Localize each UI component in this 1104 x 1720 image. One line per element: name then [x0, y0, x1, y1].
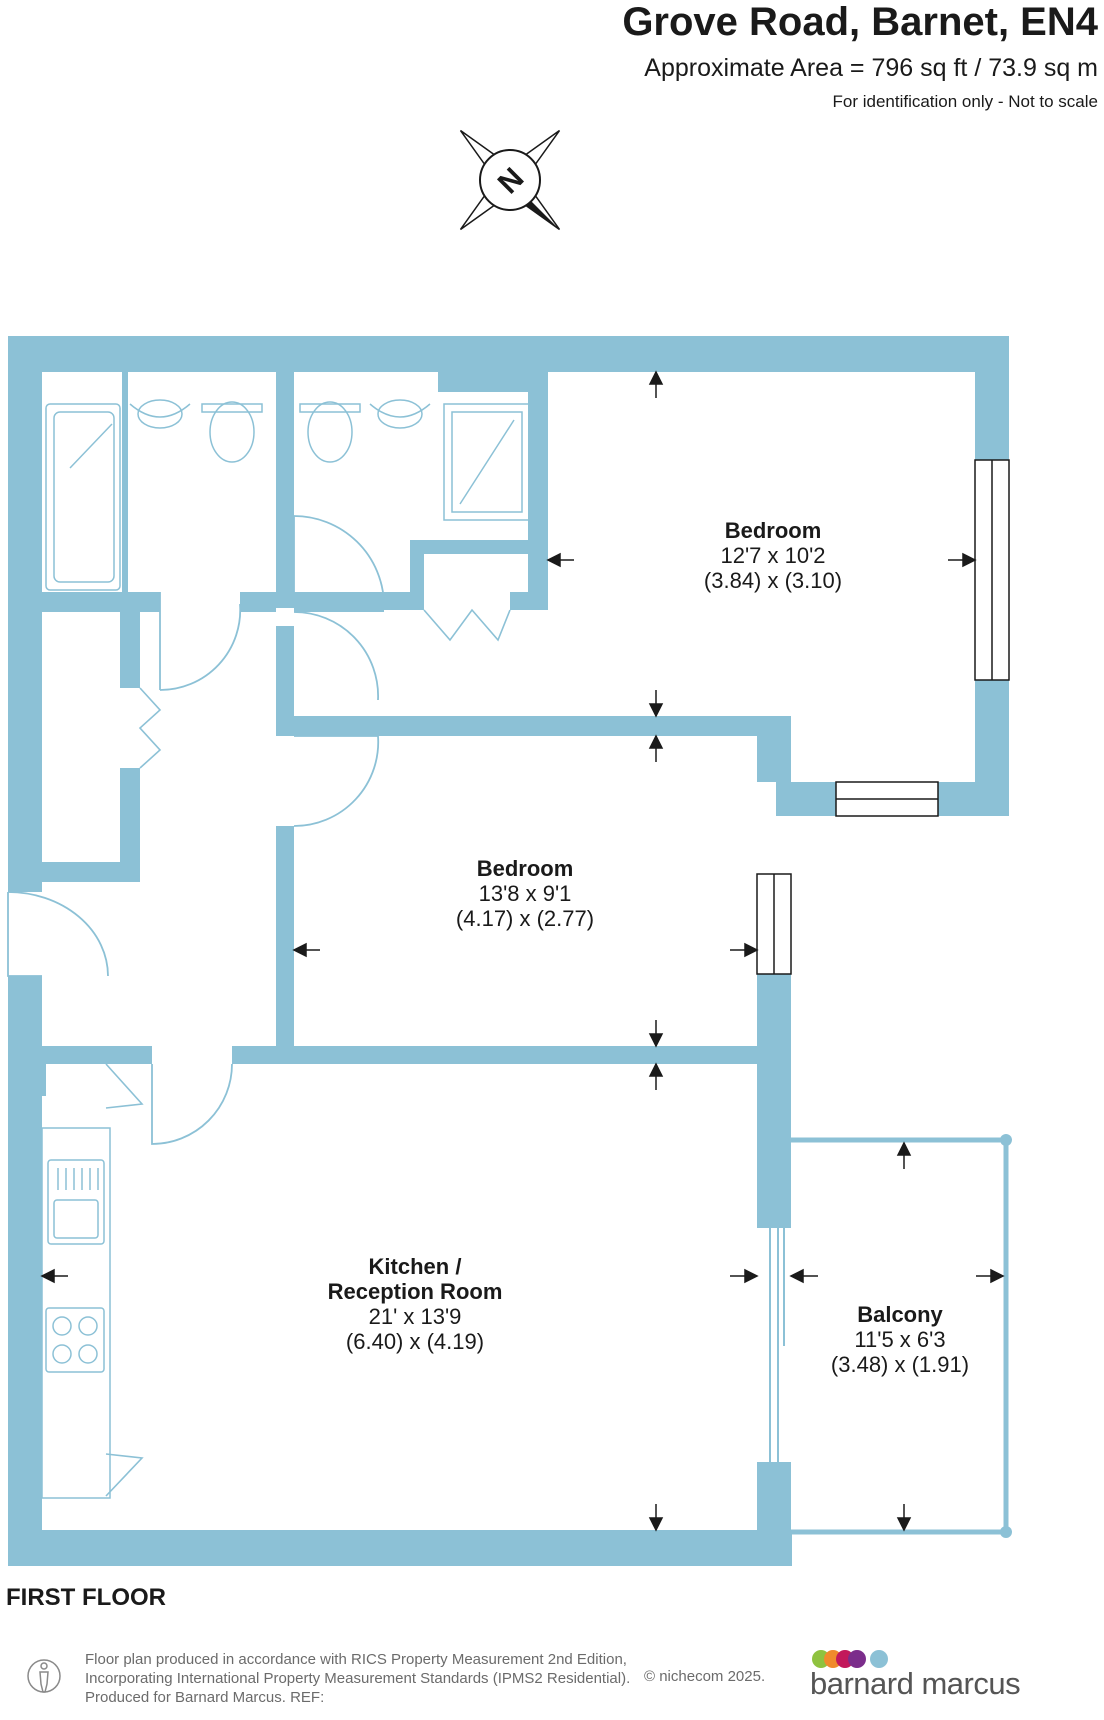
railing-post	[1000, 1526, 1012, 1538]
room-dimensions-metric: (4.17) x (2.77)	[456, 906, 594, 931]
dimension-arrow-icon	[896, 1141, 912, 1169]
entrance-door-frame	[7, 892, 42, 977]
brand-logo-text: barnard marcus	[810, 1666, 1021, 1701]
room-dimensions-metric: (6.40) x (4.19)	[346, 1329, 484, 1354]
copyright: © nichecom 2025.	[644, 1668, 766, 1685]
balcony-railing	[791, 1137, 1009, 1535]
shower-tray-icon	[443, 403, 531, 521]
room-dimensions-imperial: 11'5 x 6'3	[854, 1327, 945, 1352]
hall-cupboard-doors-icon	[138, 687, 162, 769]
dimension-arrow-icon	[896, 1504, 912, 1532]
basin-icon	[369, 403, 431, 418]
room-name: Kitchen /	[369, 1254, 462, 1279]
dimension-arrow-icon	[730, 1268, 759, 1284]
scale-note: For identification only - Not to scale	[832, 92, 1098, 111]
sink-icon	[47, 1159, 105, 1245]
plan-title: Grove Road, Barnet, EN4	[622, 0, 1098, 44]
room-dimensions-imperial: 21' x 13'9	[369, 1304, 462, 1329]
room-name-line2: Reception Room	[328, 1279, 503, 1304]
dimension-arrow-icon	[976, 1268, 1005, 1284]
footer-line: Produced for Barnard Marcus. REF:	[85, 1689, 325, 1706]
room-name: Bedroom	[477, 856, 574, 881]
room-name: Balcony	[857, 1302, 943, 1327]
kitchen-door-icon	[151, 1063, 233, 1145]
approximate-area: Approximate Area = 796 sq ft / 73.9 sq m	[644, 54, 1098, 82]
dimension-arrow-icon	[40, 1268, 68, 1284]
footer-line: Incorporating International Property Mea…	[85, 1670, 631, 1687]
room-dimensions-metric: (3.48) x (1.91)	[831, 1352, 969, 1377]
footer-disclaimer: Floor plan produced in accordance with R…	[85, 1650, 630, 1707]
toilet-icon	[209, 401, 255, 463]
dimension-arrow-icon	[648, 1504, 664, 1532]
toilet-icon	[307, 401, 353, 463]
ensuite-door-icon	[293, 515, 385, 605]
bedroom2-door-icon	[293, 735, 380, 827]
person-scale-icon	[27, 1659, 61, 1693]
floor-label: FIRST FLOOR	[6, 1584, 166, 1611]
kitchen-cupboard-door-icon	[105, 1063, 144, 1109]
brand-dot-icon	[848, 1650, 866, 1668]
dimension-arrow-icon	[546, 552, 574, 568]
room-dimensions-imperial: 13'8 x 9'1	[479, 881, 572, 906]
bedroom1-door-icon	[293, 611, 379, 701]
dimension-arrow-icon	[648, 734, 664, 762]
walls	[8, 336, 1009, 1566]
balcony-sliding-door	[769, 1228, 785, 1462]
room-dimensions-imperial: 12'7 x 10'2	[720, 543, 825, 568]
room-name: Bedroom	[725, 518, 822, 543]
footer-line: Floor plan produced in accordance with R…	[85, 1651, 627, 1668]
kitchen-worktop	[41, 1127, 111, 1499]
dimension-arrow-icon	[948, 552, 977, 568]
kitchen-store-door-icon	[105, 1453, 144, 1497]
dimension-arrow-icon	[648, 370, 664, 398]
dimension-arrow-icon	[730, 942, 759, 958]
bathtub-icon	[45, 403, 121, 591]
dimension-arrow-icon	[292, 942, 320, 958]
windows	[756, 459, 1010, 975]
hob-icon	[45, 1307, 105, 1373]
dimension-arrow-icon	[648, 690, 664, 718]
bathroom-door-icon	[159, 603, 242, 691]
dimension-arrow-icon	[648, 1020, 664, 1048]
brand-dot-icon	[870, 1650, 888, 1668]
dimension-arrow-icon	[789, 1268, 818, 1284]
north-compass-icon: N	[459, 129, 561, 231]
railing-post	[1000, 1134, 1012, 1146]
dimension-arrow-icon	[648, 1062, 664, 1090]
entrance-door-icon	[7, 891, 109, 977]
ensuite-cupboard-doors-icon	[423, 608, 511, 642]
basin-icon	[129, 403, 191, 418]
room-dimensions-metric: (3.84) x (3.10)	[704, 568, 842, 593]
